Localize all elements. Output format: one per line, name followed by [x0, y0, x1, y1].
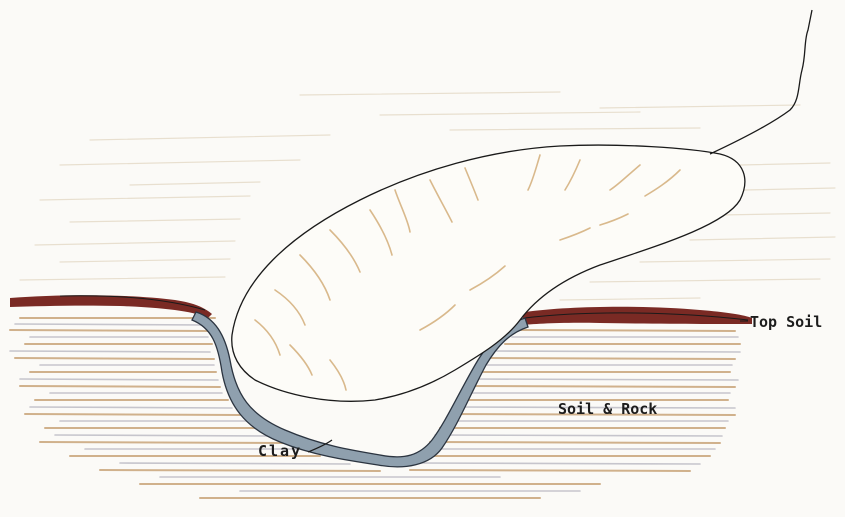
clay-label: Clay — [258, 442, 302, 460]
soil-rock-label: Soil & Rock — [558, 400, 657, 418]
top-soil-label: Top Soil — [750, 313, 822, 331]
